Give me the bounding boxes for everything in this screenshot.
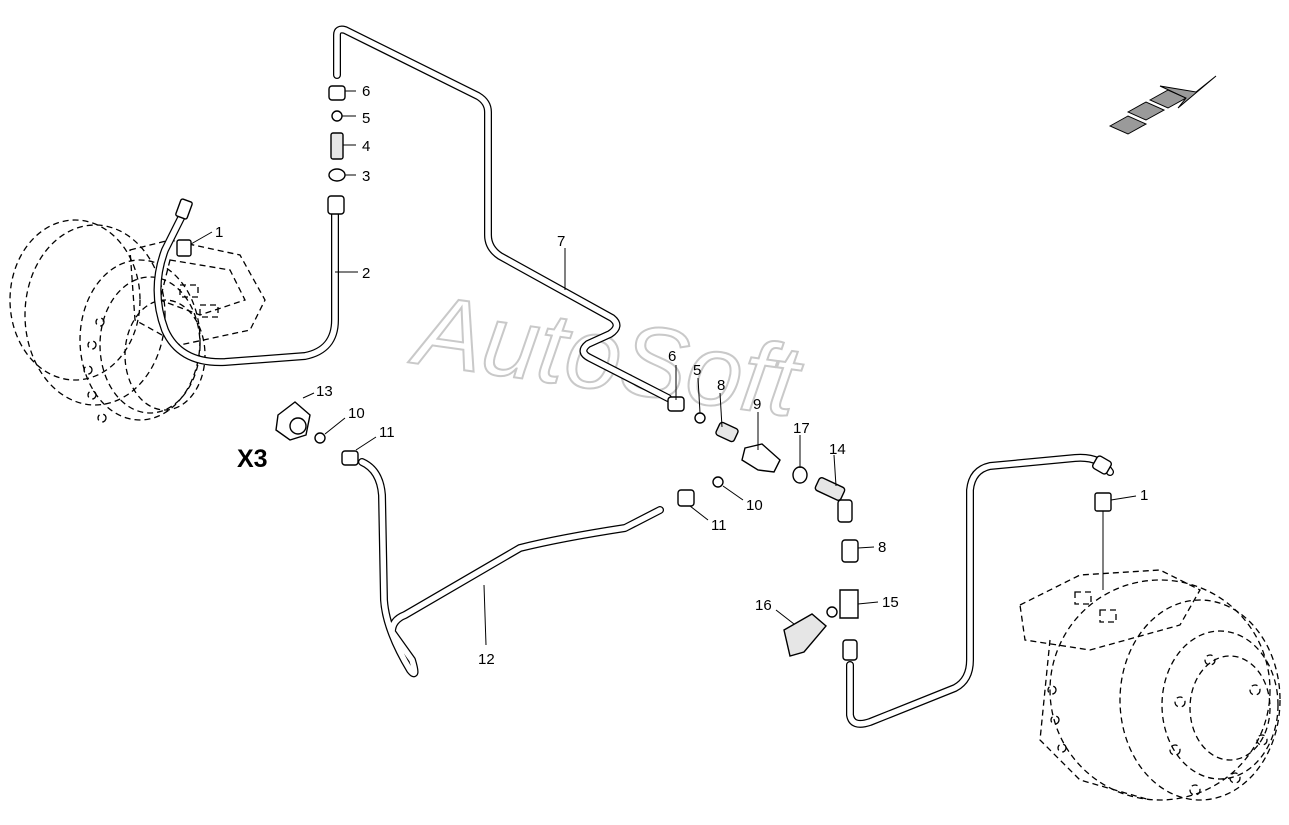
washer-5	[331, 110, 343, 122]
callout-9: 9	[753, 396, 761, 413]
nut-2	[327, 195, 345, 215]
fitting-1-left	[176, 239, 192, 257]
callout-12: 12	[478, 651, 495, 668]
seal-17	[792, 466, 808, 484]
callout-11-left: 11	[379, 424, 395, 441]
watermark: AutoSoft	[405, 273, 810, 439]
fitting-parts	[175, 85, 1113, 661]
tee-9	[741, 443, 781, 473]
direction-arrow-icon	[1108, 75, 1217, 135]
callout-8-center: 8	[717, 377, 725, 394]
tee-15	[839, 589, 859, 619]
adapter-8-lower	[841, 539, 859, 563]
callout-10-center: 10	[746, 497, 763, 514]
nut-11-left	[341, 450, 359, 466]
callout-4: 4	[362, 138, 370, 155]
callout-15: 15	[882, 594, 899, 611]
pipe-12	[358, 458, 664, 678]
callout-2: 2	[362, 265, 370, 282]
callout-numbers: 1 2 3 4 5 6 7 6 5 8 9 17 14 13 10 11 10 …	[215, 83, 1148, 668]
seal-3	[328, 168, 346, 182]
sensor-16	[783, 613, 827, 657]
pipe-2	[153, 206, 339, 367]
callout-14: 14	[829, 441, 846, 458]
leader-lines	[190, 90, 1137, 646]
callout-3: 3	[362, 168, 370, 185]
washer-10-left	[314, 432, 326, 444]
washer-5-center	[694, 412, 706, 424]
callout-17: 17	[793, 420, 810, 437]
callout-1-right: 1	[1140, 487, 1148, 504]
adapter-4	[330, 132, 344, 160]
nut-6	[328, 85, 346, 101]
callout-11-center: 11	[711, 517, 727, 534]
callout-6-top: 6	[362, 83, 370, 100]
fitting-1-right	[1094, 492, 1112, 512]
adapter-8	[715, 421, 739, 443]
callout-1-left: 1	[215, 224, 223, 241]
washer-10-center	[712, 476, 724, 488]
callout-6-center: 6	[668, 348, 676, 365]
callout-5-top: 5	[362, 110, 370, 127]
left-travel-motor	[9, 219, 266, 423]
pipe-right	[846, 453, 1114, 728]
nut-11-center	[677, 489, 695, 507]
callout-7: 7	[557, 233, 565, 250]
callout-5-center: 5	[693, 362, 701, 379]
view-label: X3	[237, 445, 268, 473]
callout-10-left: 10	[348, 405, 365, 422]
pipe-7	[333, 25, 672, 402]
callout-16: 16	[755, 597, 772, 614]
right-travel-motor	[1019, 569, 1281, 801]
callout-13: 13	[316, 383, 333, 400]
elbow-14	[814, 477, 846, 501]
callout-8-lower: 8	[878, 539, 886, 556]
